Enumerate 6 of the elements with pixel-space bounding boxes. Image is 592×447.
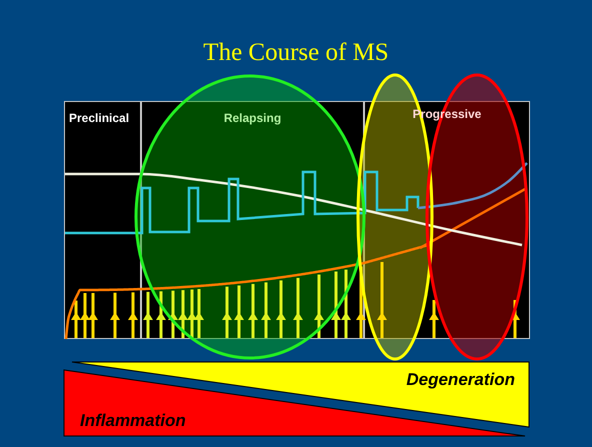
phase-label: Preclinical [69, 111, 130, 125]
phase-panel [64, 101, 141, 339]
wedge-label: Degeneration [406, 370, 515, 390]
slide-title: The Course of MS [202, 38, 390, 68]
phase-label: Relapsing [222, 111, 282, 125]
wedge-label: Inflammation [80, 411, 186, 431]
